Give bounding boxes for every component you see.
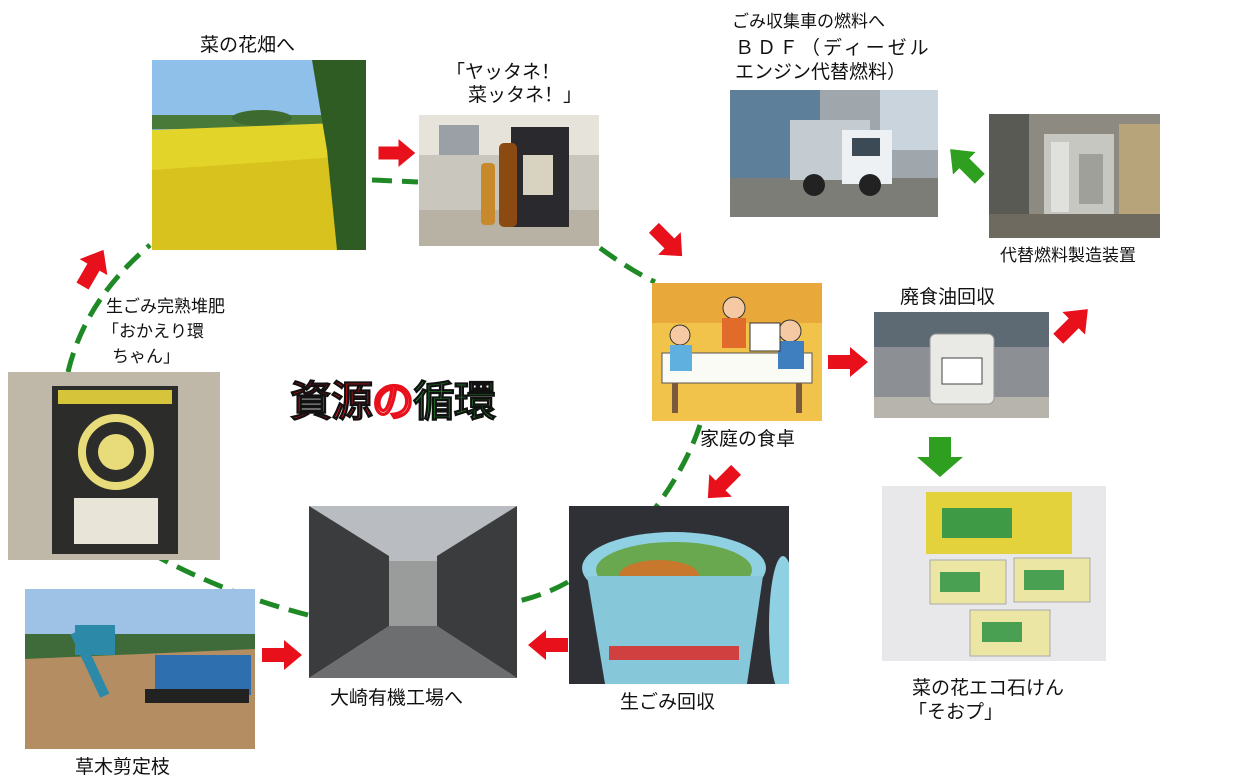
waste-oil-photo (874, 312, 1049, 418)
loop-segment-oil-to-table (598, 245, 657, 285)
oil-product-photo (419, 115, 599, 246)
fuel-device-photo (989, 114, 1160, 238)
soap-photo (882, 486, 1106, 661)
factory-photo (309, 506, 517, 678)
diagram-title: 資源の循環 (289, 368, 497, 429)
loop-segment-compost-to-field (65, 243, 152, 373)
title-part2: の (371, 376, 415, 427)
title-part1: 資源 (289, 377, 373, 427)
garbage-truck-label-line3: エンジン代替燃料） (735, 61, 907, 83)
pruning-label: 草木剪定枝 (75, 756, 171, 778)
loop-segment-waste-to-factory (514, 579, 570, 605)
arrow-table-to-food-waste (707, 464, 742, 499)
arrow-table-to-waste-oil (828, 347, 868, 377)
dining-table-label: 家庭の食卓 (700, 428, 796, 450)
arrow-food-waste-to-factory (528, 630, 568, 660)
soap-label-line2: 「そおプ」 (908, 701, 1004, 723)
compost-label-line1: 生ごみ完熟堆肥 (106, 297, 225, 317)
compost-label-line3: ちゃん」 (112, 347, 180, 367)
waste-oil-label: 廃食油回収 (900, 286, 996, 308)
arrow-waste-oil-to-soap (917, 437, 963, 477)
food-waste-photo (569, 506, 789, 684)
garbage-truck-label-line2: ＢＤＦ（ディーゼル (735, 37, 932, 59)
compost-label-line2: 「おかえり環 (102, 322, 204, 342)
pruning-photo (25, 589, 255, 749)
arrow-waste-oil-to-fuel (1053, 309, 1088, 344)
loop-segment-table-to-waste (648, 424, 703, 517)
arrow-oil-to-table (648, 222, 683, 257)
factory-label: 大崎有機工場へ (330, 687, 464, 709)
compost-photo (8, 372, 220, 560)
title-part3: 循環 (413, 377, 497, 427)
oil-product-label-line2: 菜ッタネ！」 (468, 84, 583, 106)
arrow-pruning-to-factory (262, 640, 302, 670)
arrow-field-to-oil (378, 138, 416, 168)
fuel-device-label: 代替燃料製造装置 (1000, 246, 1136, 266)
soap-label-line1: 菜の花エコ石けん (912, 677, 1065, 699)
arrow-compost-to-field (76, 249, 108, 290)
loop-segment-field-to-oil (371, 177, 419, 185)
rapeseed-field-label: 菜の花畑へ (200, 34, 296, 56)
rapeseed-field-photo (152, 60, 366, 250)
dining-table-illustration (652, 283, 822, 421)
garbage-truck-photo (730, 90, 938, 217)
garbage-truck-label-line1: ごみ収集車の燃料へ (732, 12, 885, 32)
food-waste-label: 生ごみ回収 (620, 691, 716, 713)
oil-product-label-line1: 「ヤッタネ！ (446, 61, 561, 83)
arrow-fuel-to-truck (950, 149, 985, 184)
